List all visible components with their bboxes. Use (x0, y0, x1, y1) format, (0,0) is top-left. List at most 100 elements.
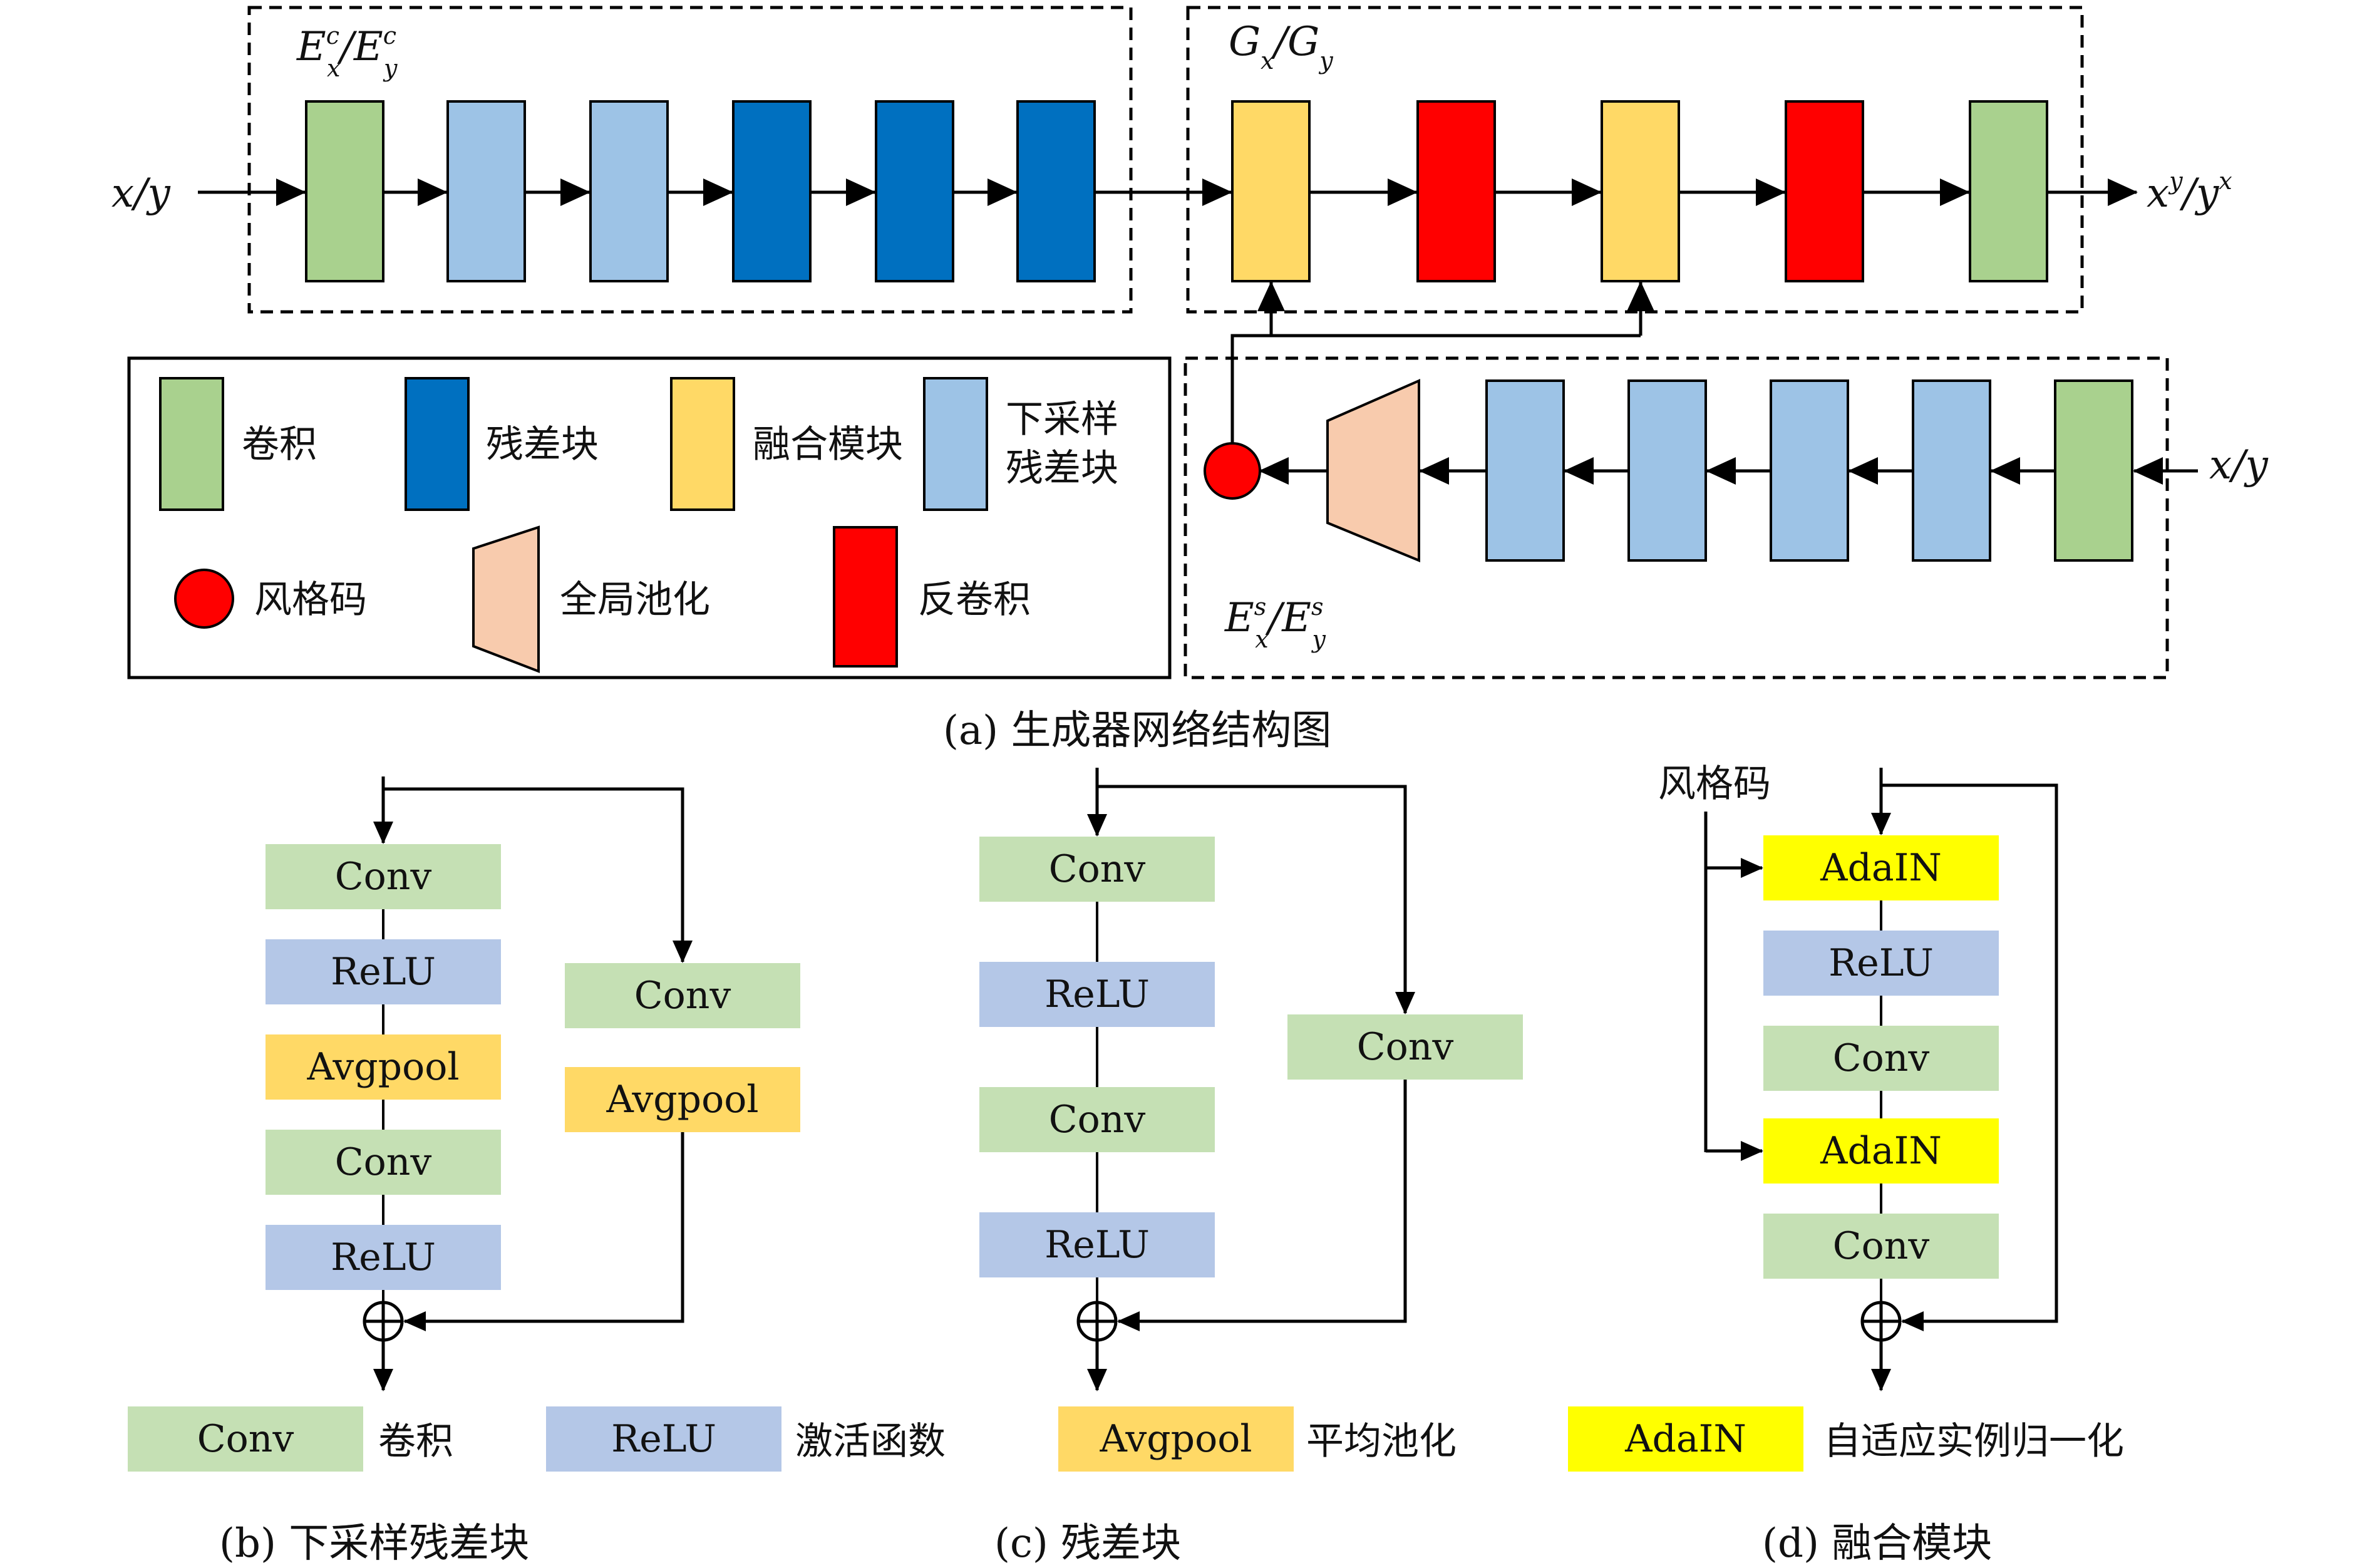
legend-fuse-swatch (670, 377, 735, 511)
generator-group (1186, 6, 2084, 314)
c-skip-block-1 (1287, 1014, 1523, 1080)
legend-b-conv-text: 卷积 (378, 1420, 453, 1463)
caption-d: (d) 融合模块 (1762, 1520, 1992, 1567)
legend-pool-label: 全局池化 (560, 578, 710, 622)
legend-b-avg-text: 平均池化 (1306, 1420, 1457, 1463)
c-main-block-3 (979, 1087, 1215, 1152)
b-main-label-5: ReLU (331, 1235, 436, 1279)
legend-style-swatch (174, 569, 234, 629)
content-res-block-2 (875, 100, 954, 282)
c-skip-label-1: Conv (1357, 1025, 1454, 1069)
b-main-label-1: Conv (335, 855, 432, 899)
output-label: xy/yx (2147, 167, 2232, 217)
c-main-block-1 (979, 837, 1215, 902)
legend-down-label-2: 残差块 (1006, 446, 1118, 490)
content-down-block-1 (446, 100, 526, 282)
c-main-label-2: ReLU (1044, 972, 1150, 1016)
b-main-label-2: ReLU (331, 950, 436, 994)
caption-a: (a) 生成器网络结构图 (943, 708, 1331, 754)
legend-b-relu-text: 激活函数 (795, 1420, 946, 1463)
legend-b-avg-box (1058, 1406, 1294, 1472)
d-main-block-3 (1763, 1026, 1999, 1091)
legend-down-swatch (923, 377, 988, 511)
d-main-label-5: Conv (1833, 1224, 1930, 1268)
legend-b-ada-box (1568, 1406, 1803, 1472)
legend-b-ada-box-label: AdaIN (1624, 1417, 1746, 1461)
legend-style-label: 风格码 (254, 578, 367, 622)
b-skip-block-2 (565, 1067, 800, 1132)
c-main-label-4: ReLU (1044, 1223, 1150, 1267)
b-skip-return (403, 1132, 684, 1331)
gen-deconv-block-1 (1416, 100, 1496, 282)
style-down-block-1 (1912, 379, 1991, 562)
b-add-node (363, 1301, 404, 1342)
b-skip-block-1 (565, 963, 800, 1028)
gen-conv-block (1969, 100, 2048, 282)
legend-b-ada-text: 自适应实例归一化 (1823, 1420, 2124, 1463)
d-main-label-4: AdaIN (1820, 1129, 1942, 1173)
content-res-block-3 (1016, 100, 1096, 282)
d-main-label-1: AdaIN (1820, 846, 1942, 890)
c-main-label-3: Conv (1049, 1098, 1146, 1142)
content-encoder-group (247, 6, 1133, 314)
b-main-label-3: Avgpool (306, 1045, 459, 1089)
gen-deconv-block-2 (1785, 100, 1864, 282)
b-skip-line (383, 787, 693, 963)
d-skip-line (1881, 783, 2058, 1331)
gen-fuse-block-2 (1601, 100, 1680, 282)
bottom-legend: Conv 卷积 ReLU 激活函数 Avgpool 平均池化 AdaIN 自适应… (128, 1406, 2124, 1472)
b-main-label-4: Conv (335, 1140, 432, 1184)
style-down-block-2 (1770, 379, 1849, 562)
style-encoder-group (1184, 356, 2169, 679)
input-label-top: x/y (111, 170, 171, 217)
c-main-label-1: Conv (1049, 847, 1146, 891)
c-main-block-2 (979, 962, 1215, 1027)
legend-down-label-1: 下采样 (1006, 398, 1118, 441)
content-res-block-1 (732, 100, 812, 282)
c-main-block-4 (979, 1212, 1215, 1277)
panel-b: Conv ReLU Avgpool Conv ReLU Conv Avgpool… (219, 776, 800, 1567)
d-main-label-2: ReLU (1828, 941, 1934, 985)
b-skip-label-1: Conv (634, 974, 731, 1018)
content-down-block-2 (589, 100, 669, 282)
d-add-node (1860, 1301, 1902, 1342)
c-skip-return (1117, 1080, 1407, 1331)
legend-res-swatch (405, 377, 470, 511)
d-main-block-1 (1763, 835, 1999, 900)
b-main-block-2 (266, 939, 501, 1004)
d-style-label: 风格码 (1658, 762, 1771, 806)
legend-b-relu-box-label: ReLU (611, 1417, 716, 1461)
c-skip-line (1097, 785, 1415, 1014)
generator-label: Gx/Gy (1229, 19, 1333, 75)
legend-conv-swatch (159, 377, 224, 511)
legend-res-label: 残差块 (486, 423, 599, 467)
legend-deconv-label: 反卷积 (918, 578, 1031, 622)
b-skip-label-2: Avgpool (606, 1078, 758, 1122)
style-code-line (1230, 334, 1641, 443)
style-conv-block (2054, 379, 2133, 562)
d-main-block-2 (1763, 931, 1999, 996)
legend-conv-label: 卷积 (242, 423, 317, 467)
b-main-block-1 (266, 844, 501, 909)
legend-fuse-label: 融合模块 (753, 423, 903, 467)
panel-c: Conv ReLU Conv ReLU Conv (c) 残差块 (979, 768, 1523, 1567)
input-label-bottom: x/y (2209, 442, 2269, 488)
legend-b-conv-box-label: Conv (197, 1417, 294, 1461)
legend-b-conv-box (128, 1406, 363, 1472)
caption-b: (b) 下采样残差块 (219, 1520, 529, 1567)
c-add-node (1076, 1301, 1118, 1342)
style-code-node (1204, 442, 1261, 500)
legend-b-avg-box-label: Avgpool (1099, 1417, 1252, 1461)
style-global-pool-block (1326, 378, 1420, 562)
legend-pool-swatch (472, 525, 540, 673)
style-down-block-4 (1485, 379, 1565, 562)
b-main-block-4 (266, 1130, 501, 1195)
b-main-block-5 (266, 1225, 501, 1290)
legend-box (127, 356, 1172, 679)
d-main-block-5 (1763, 1214, 1999, 1279)
style-down-block-3 (1627, 379, 1707, 562)
legend-deconv-swatch (833, 526, 898, 668)
